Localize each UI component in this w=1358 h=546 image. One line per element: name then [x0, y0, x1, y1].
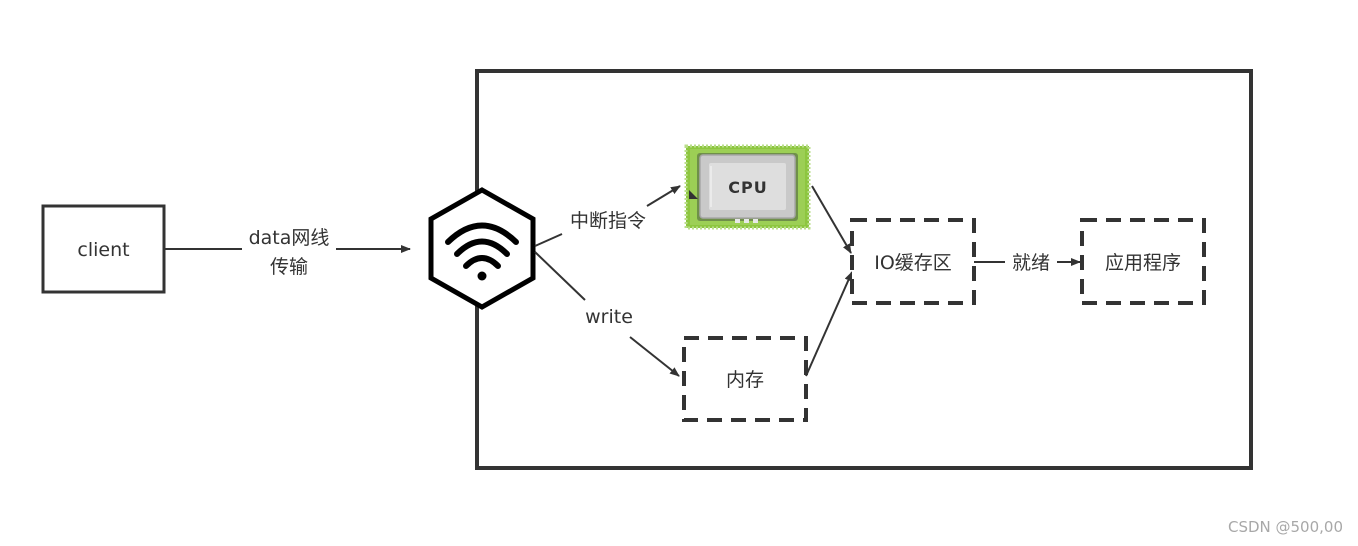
write-connector: write	[534, 251, 680, 377]
io-buffer-label: IO缓存区	[874, 252, 952, 274]
interrupt-label: 中断指令	[570, 210, 646, 232]
link-label-line2: 传输	[270, 256, 308, 278]
client-label: client	[77, 239, 129, 261]
wifi-hexagon-icon	[428, 187, 536, 310]
ready-label: 就绪	[1012, 252, 1050, 274]
link-label-line1: data网线	[249, 227, 330, 249]
memory-to-io-arrow	[805, 271, 853, 377]
cpu-to-io-arrow	[811, 185, 852, 254]
io-buffer-node: IO缓存区	[850, 218, 976, 305]
interrupt-connector: 中断指令	[534, 185, 681, 247]
client-node: client	[41, 204, 166, 294]
write-label: write	[585, 306, 633, 328]
application-node: 应用程序	[1080, 218, 1206, 305]
memory-label: 内存	[726, 369, 764, 391]
cpu-label: CPU	[728, 178, 767, 197]
client-to-network-connector: data网线 传输	[164, 227, 411, 278]
memory-node: 内存	[682, 336, 808, 422]
cpu-chip-icon: CPU	[684, 144, 811, 230]
ready-connector: 就绪	[974, 252, 1081, 274]
watermark-text: CSDN @500,00	[1228, 518, 1343, 536]
application-label: 应用程序	[1105, 252, 1181, 274]
